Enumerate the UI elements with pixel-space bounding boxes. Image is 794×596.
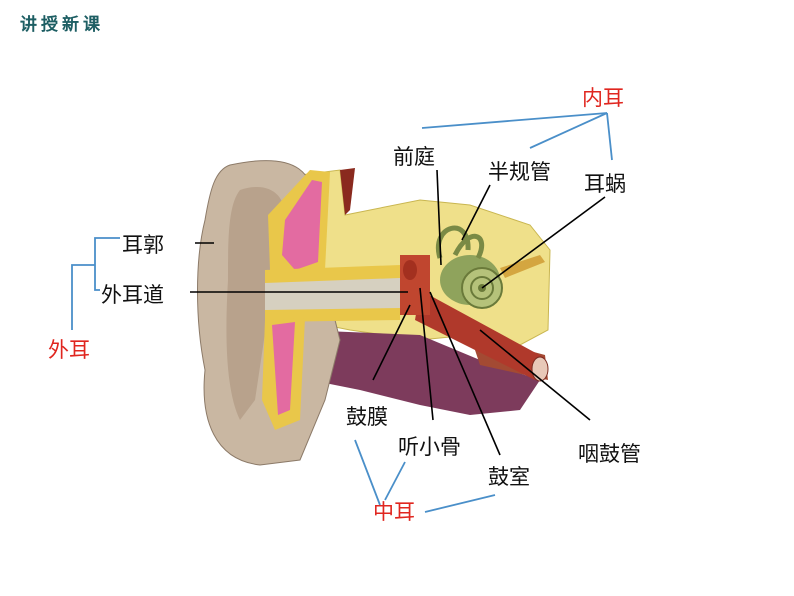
label-semicircular-canals: 半规管	[488, 160, 551, 184]
label-outer-ear: 外耳	[48, 338, 90, 362]
label-eustachian-tube: 咽鼓管	[578, 442, 641, 466]
label-middle-ear: 中耳	[373, 500, 415, 524]
label-eardrum: 鼓膜	[346, 405, 388, 429]
label-inner-ear: 内耳	[582, 86, 624, 110]
label-cochlea: 耳蜗	[584, 172, 626, 196]
label-ossicles: 听小骨	[398, 435, 461, 459]
label-vestibule: 前庭	[393, 145, 435, 169]
label-auricle: 耳郭	[122, 233, 164, 257]
label-tympanic-cavity: 鼓室	[488, 465, 530, 489]
leader-lines	[190, 169, 606, 456]
label-ear-canal: 外耳道	[101, 283, 164, 307]
group-brackets	[71, 112, 613, 513]
ear-illustration	[197, 160, 551, 466]
slide-header: 讲授新课	[20, 15, 104, 35]
